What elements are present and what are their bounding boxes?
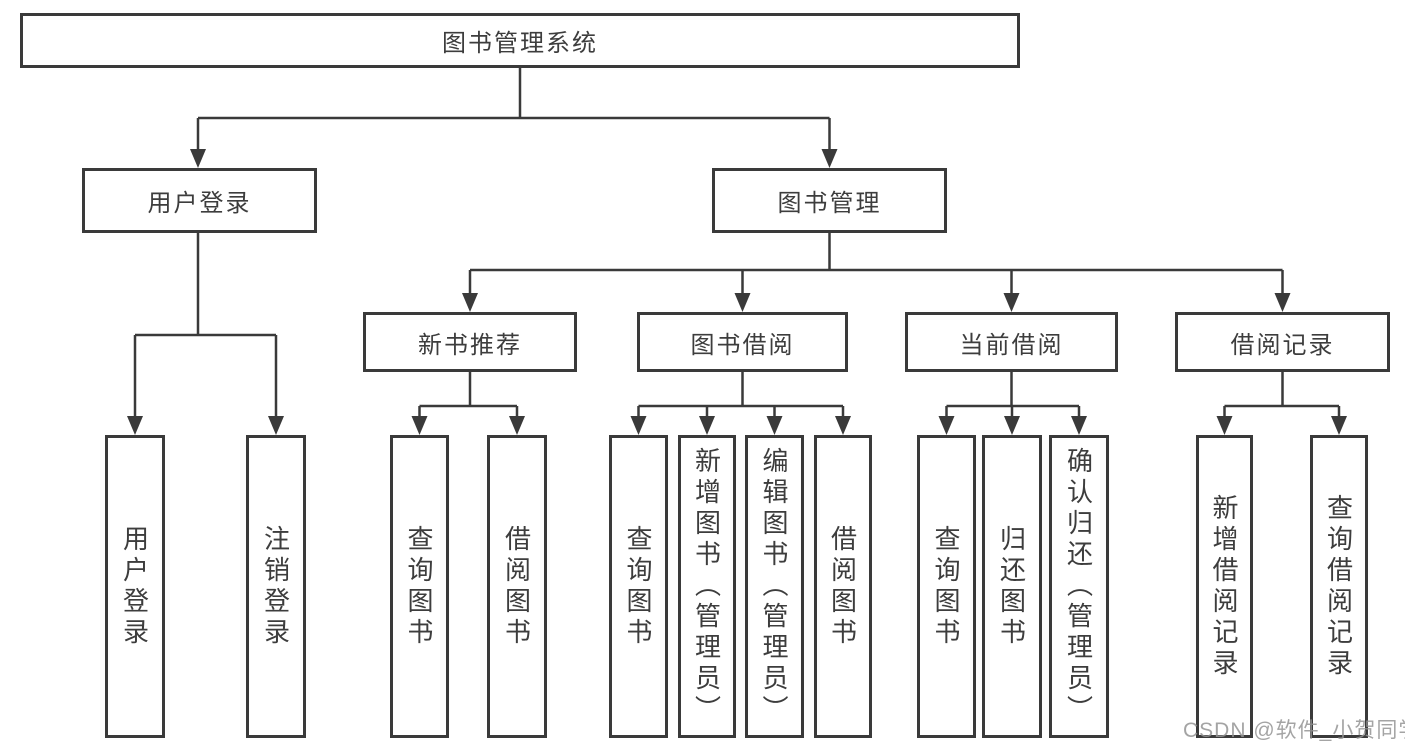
node-book-management: 图书管理: [712, 168, 947, 233]
leaf-user-login: 用户登录: [105, 435, 165, 738]
node-label: 新书推荐: [418, 331, 522, 359]
arrowhead: [127, 416, 143, 435]
leaf-label: 借阅图书: [501, 524, 532, 649]
leaf-query-books-recommend: 查询图书: [390, 435, 449, 738]
arrowhead: [630, 416, 647, 435]
leaf-confirm-return-admin: 确认归还（管理员）: [1049, 435, 1109, 738]
arrowhead: [1274, 293, 1291, 312]
leaf-label: 新增借阅记录: [1209, 493, 1239, 680]
arrowhead: [411, 416, 428, 435]
arrowhead: [835, 416, 851, 435]
connector-borrowing-records-to-leaves: [1223, 372, 1341, 416]
arrowhead: [938, 416, 955, 435]
arrowhead: [1331, 416, 1347, 435]
leaf-label: 新增图书（管理员）: [691, 447, 722, 726]
leaf-query-books-current: 查询图书: [917, 435, 976, 738]
arrowhead: [190, 149, 206, 168]
arrowhead: [1216, 416, 1233, 435]
node-label: 用户登录: [147, 190, 252, 217]
arrowhead: [1003, 293, 1020, 312]
leaf-borrow-books-recommend: 借阅图书: [487, 435, 547, 738]
arrowhead: [509, 416, 525, 435]
connector-book-management-to-groups: [468, 233, 1284, 293]
leaf-label: 查询图书: [623, 524, 653, 649]
arrowhead: [1071, 416, 1087, 435]
leaf-label: 用户登录: [119, 524, 150, 649]
csdn-watermark: CSDN @软件_小贺同学: [1183, 719, 1405, 742]
node-user-login: 用户登录: [82, 168, 317, 233]
connector-book-borrowing-to-leaves: [637, 372, 845, 416]
arrowhead: [462, 293, 478, 312]
leaf-label: 借阅图书: [827, 524, 858, 649]
node-current-borrowing: 当前借阅: [905, 312, 1118, 372]
leaf-return-books: 归还图书: [982, 435, 1042, 738]
node-root-system: 图书管理系统: [20, 13, 1020, 68]
arrowhead: [766, 416, 783, 435]
node-book-borrowing: 图书借阅: [637, 312, 848, 372]
leaf-label: 查询图书: [404, 524, 434, 649]
arrowhead: [699, 416, 715, 435]
node-label: 图书借阅: [690, 331, 795, 359]
connector-user-login-to-leaves: [133, 233, 278, 416]
arrowhead: [268, 416, 284, 435]
connector-root-to-level2: [196, 68, 831, 149]
node-borrowing-records: 借阅记录: [1175, 312, 1390, 372]
connector-new-book-recommendation-to-leaves: [418, 372, 519, 416]
leaf-logout-login: 注销登录: [246, 435, 306, 738]
arrowhead: [1004, 416, 1020, 435]
node-label: 图书管理: [777, 190, 882, 217]
leaf-label: 查询借阅记录: [1323, 493, 1354, 680]
leaf-add-borrow-record: 新增借阅记录: [1196, 435, 1253, 738]
connector-current-borrowing-to-leaves: [945, 372, 1081, 416]
leaf-label: 查询图书: [931, 524, 961, 649]
leaf-label: 归还图书: [996, 524, 1027, 649]
leaf-borrow-books-borrowing: 借阅图书: [814, 435, 872, 738]
leaf-query-books-borrowing: 查询图书: [609, 435, 668, 738]
arrowhead: [821, 149, 838, 168]
leaf-query-borrow-record: 查询借阅记录: [1310, 435, 1368, 738]
node-label: 图书管理系统: [442, 30, 598, 57]
node-label: 借阅记录: [1230, 331, 1335, 359]
leaf-label: 注销登录: [260, 524, 291, 649]
leaf-label: 编辑图书（管理员）: [759, 447, 789, 726]
leaf-add-book-admin: 新增图书（管理员）: [678, 435, 736, 738]
node-label: 当前借阅: [959, 331, 1064, 359]
arrowhead: [734, 293, 751, 312]
leaf-edit-book-admin: 编辑图书（管理员）: [745, 435, 804, 738]
leaf-label: 确认归还（管理员）: [1063, 447, 1094, 726]
node-new-book-recommendation: 新书推荐: [363, 312, 577, 372]
